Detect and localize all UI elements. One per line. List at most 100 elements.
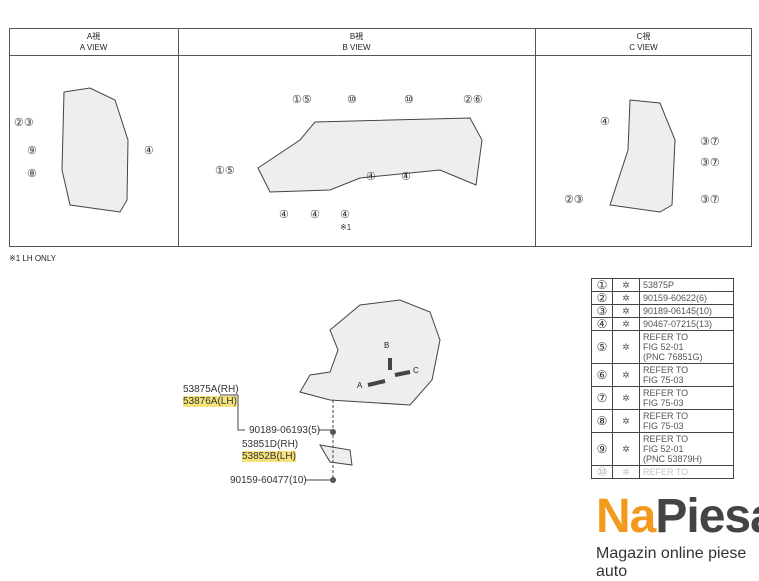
row-text: FIG 52-01 [643, 444, 684, 454]
fastener-icon: ✲ [612, 304, 640, 318]
view-b-drawing [257, 117, 483, 193]
callout: ⑩ [404, 94, 414, 106]
fastener-icon: ✲ [612, 330, 640, 364]
views-frame [9, 28, 752, 247]
part-label[interactable]: 53875A(RH) [183, 384, 239, 395]
row-text: REFER TO [643, 434, 689, 444]
view-b-jp: B視 [349, 32, 364, 41]
part-label-highlighted[interactable]: 53876A(LH) [183, 396, 237, 407]
fastener-icon: ✲ [612, 363, 640, 387]
parts-table-row[interactable]: ①✲53875P [591, 278, 734, 292]
callout: ⑨ [27, 145, 37, 157]
callout: ④ [401, 171, 411, 183]
row-text: 53875P [643, 280, 675, 290]
callout: ④ [279, 209, 289, 221]
parts-table-row[interactable]: ②✲90159-60622(6) [591, 291, 734, 305]
view-a-drawing [61, 87, 129, 213]
callout: ②③ [14, 117, 34, 129]
row-text: FIG 52-01 [643, 342, 684, 352]
callout: ④ [340, 209, 350, 221]
fender-liner-drawing [299, 299, 441, 406]
arrow-label-c: C [413, 366, 419, 375]
row-text: FIG 75-03 [643, 375, 684, 385]
view-c-title: C VIEW [629, 43, 658, 52]
napiesa-logo: NaPiesa2 [596, 492, 759, 555]
row-part: 90189-06145(10) [639, 304, 734, 318]
part-label[interactable]: 90159-60477(10) [230, 475, 307, 486]
view-c-jp: C視 [636, 32, 651, 41]
row-part: 90467-07215(13) [639, 317, 734, 331]
part-label[interactable]: 53851D(RH) [242, 439, 299, 450]
fastener-icon: ✲ [612, 386, 640, 410]
parts-table-row[interactable]: ③✲90189-06145(10) [591, 304, 734, 318]
view-b-header: B視 B VIEW [178, 28, 535, 56]
parts-table-row[interactable]: ④✲90467-07215(13) [591, 317, 734, 331]
row-part: 90159-60622(6) [639, 291, 734, 305]
callout: ③⑦ [700, 194, 720, 206]
logo-tagline: Magazin online piese auto [596, 545, 747, 580]
row-text: REFER TO [643, 332, 689, 342]
callout: ③⑦ [700, 136, 720, 148]
view-b-title: B VIEW [342, 43, 371, 52]
row-text: FIG 75-03 [643, 398, 684, 408]
fastener-icon: ✲ [612, 465, 640, 479]
divider [535, 28, 536, 247]
callout: ④ [310, 209, 320, 221]
bracket-drawing [319, 444, 353, 466]
row-text: FIG 75-03 [643, 421, 684, 431]
row-number: ③ [591, 304, 613, 318]
view-a-title: A VIEW [79, 43, 108, 52]
row-text: (PNC 53879H) [643, 454, 703, 464]
callout: ④ [600, 116, 610, 128]
arrow-label-b: B [384, 341, 390, 350]
row-number: ④ [591, 317, 613, 331]
row-part: REFER TO [639, 465, 734, 479]
row-text: 90467-07215(13) [643, 319, 713, 329]
callout: ④ [144, 145, 154, 157]
view-c-header: C視 C VIEW [535, 28, 752, 56]
row-number: ⑥ [591, 363, 613, 387]
part-label[interactable]: 90189-06193(5) [249, 425, 321, 436]
fastener-icon: ✲ [612, 409, 640, 433]
parts-table-row[interactable]: ⑩✲REFER TO [591, 465, 734, 479]
callout-note: ※1 [340, 223, 352, 232]
part-label-highlighted[interactable]: 53852B(LH) [242, 451, 296, 462]
fastener-icon: ✲ [612, 291, 640, 305]
row-number: ⑤ [591, 330, 613, 364]
callout: ①⑤ [215, 165, 235, 177]
view-c-drawing [609, 99, 676, 213]
row-text: 90159-60622(6) [643, 293, 708, 303]
row-part: 53875P [639, 278, 734, 292]
arrow-label-a: A [357, 381, 363, 390]
callout: ②⑥ [463, 94, 483, 106]
row-text: (PNC 76851G) [643, 352, 703, 362]
callout: ⑧ [27, 168, 37, 180]
row-text: REFER TO [643, 365, 689, 375]
fastener-icon: ✲ [612, 278, 640, 292]
row-text: REFER TO [643, 467, 689, 477]
row-number: ⑩ [591, 465, 613, 479]
divider [178, 28, 179, 247]
callout: ②③ [564, 194, 584, 206]
logo-part1: Na [596, 490, 656, 543]
footnote: ※1 LH ONLY [9, 254, 57, 263]
row-number: ② [591, 291, 613, 305]
callout: ①⑤ [292, 94, 312, 106]
row-number: ⑦ [591, 386, 613, 410]
callout: ④ [366, 171, 376, 183]
callout: ⑩ [347, 94, 357, 106]
row-number: ⑧ [591, 409, 613, 433]
